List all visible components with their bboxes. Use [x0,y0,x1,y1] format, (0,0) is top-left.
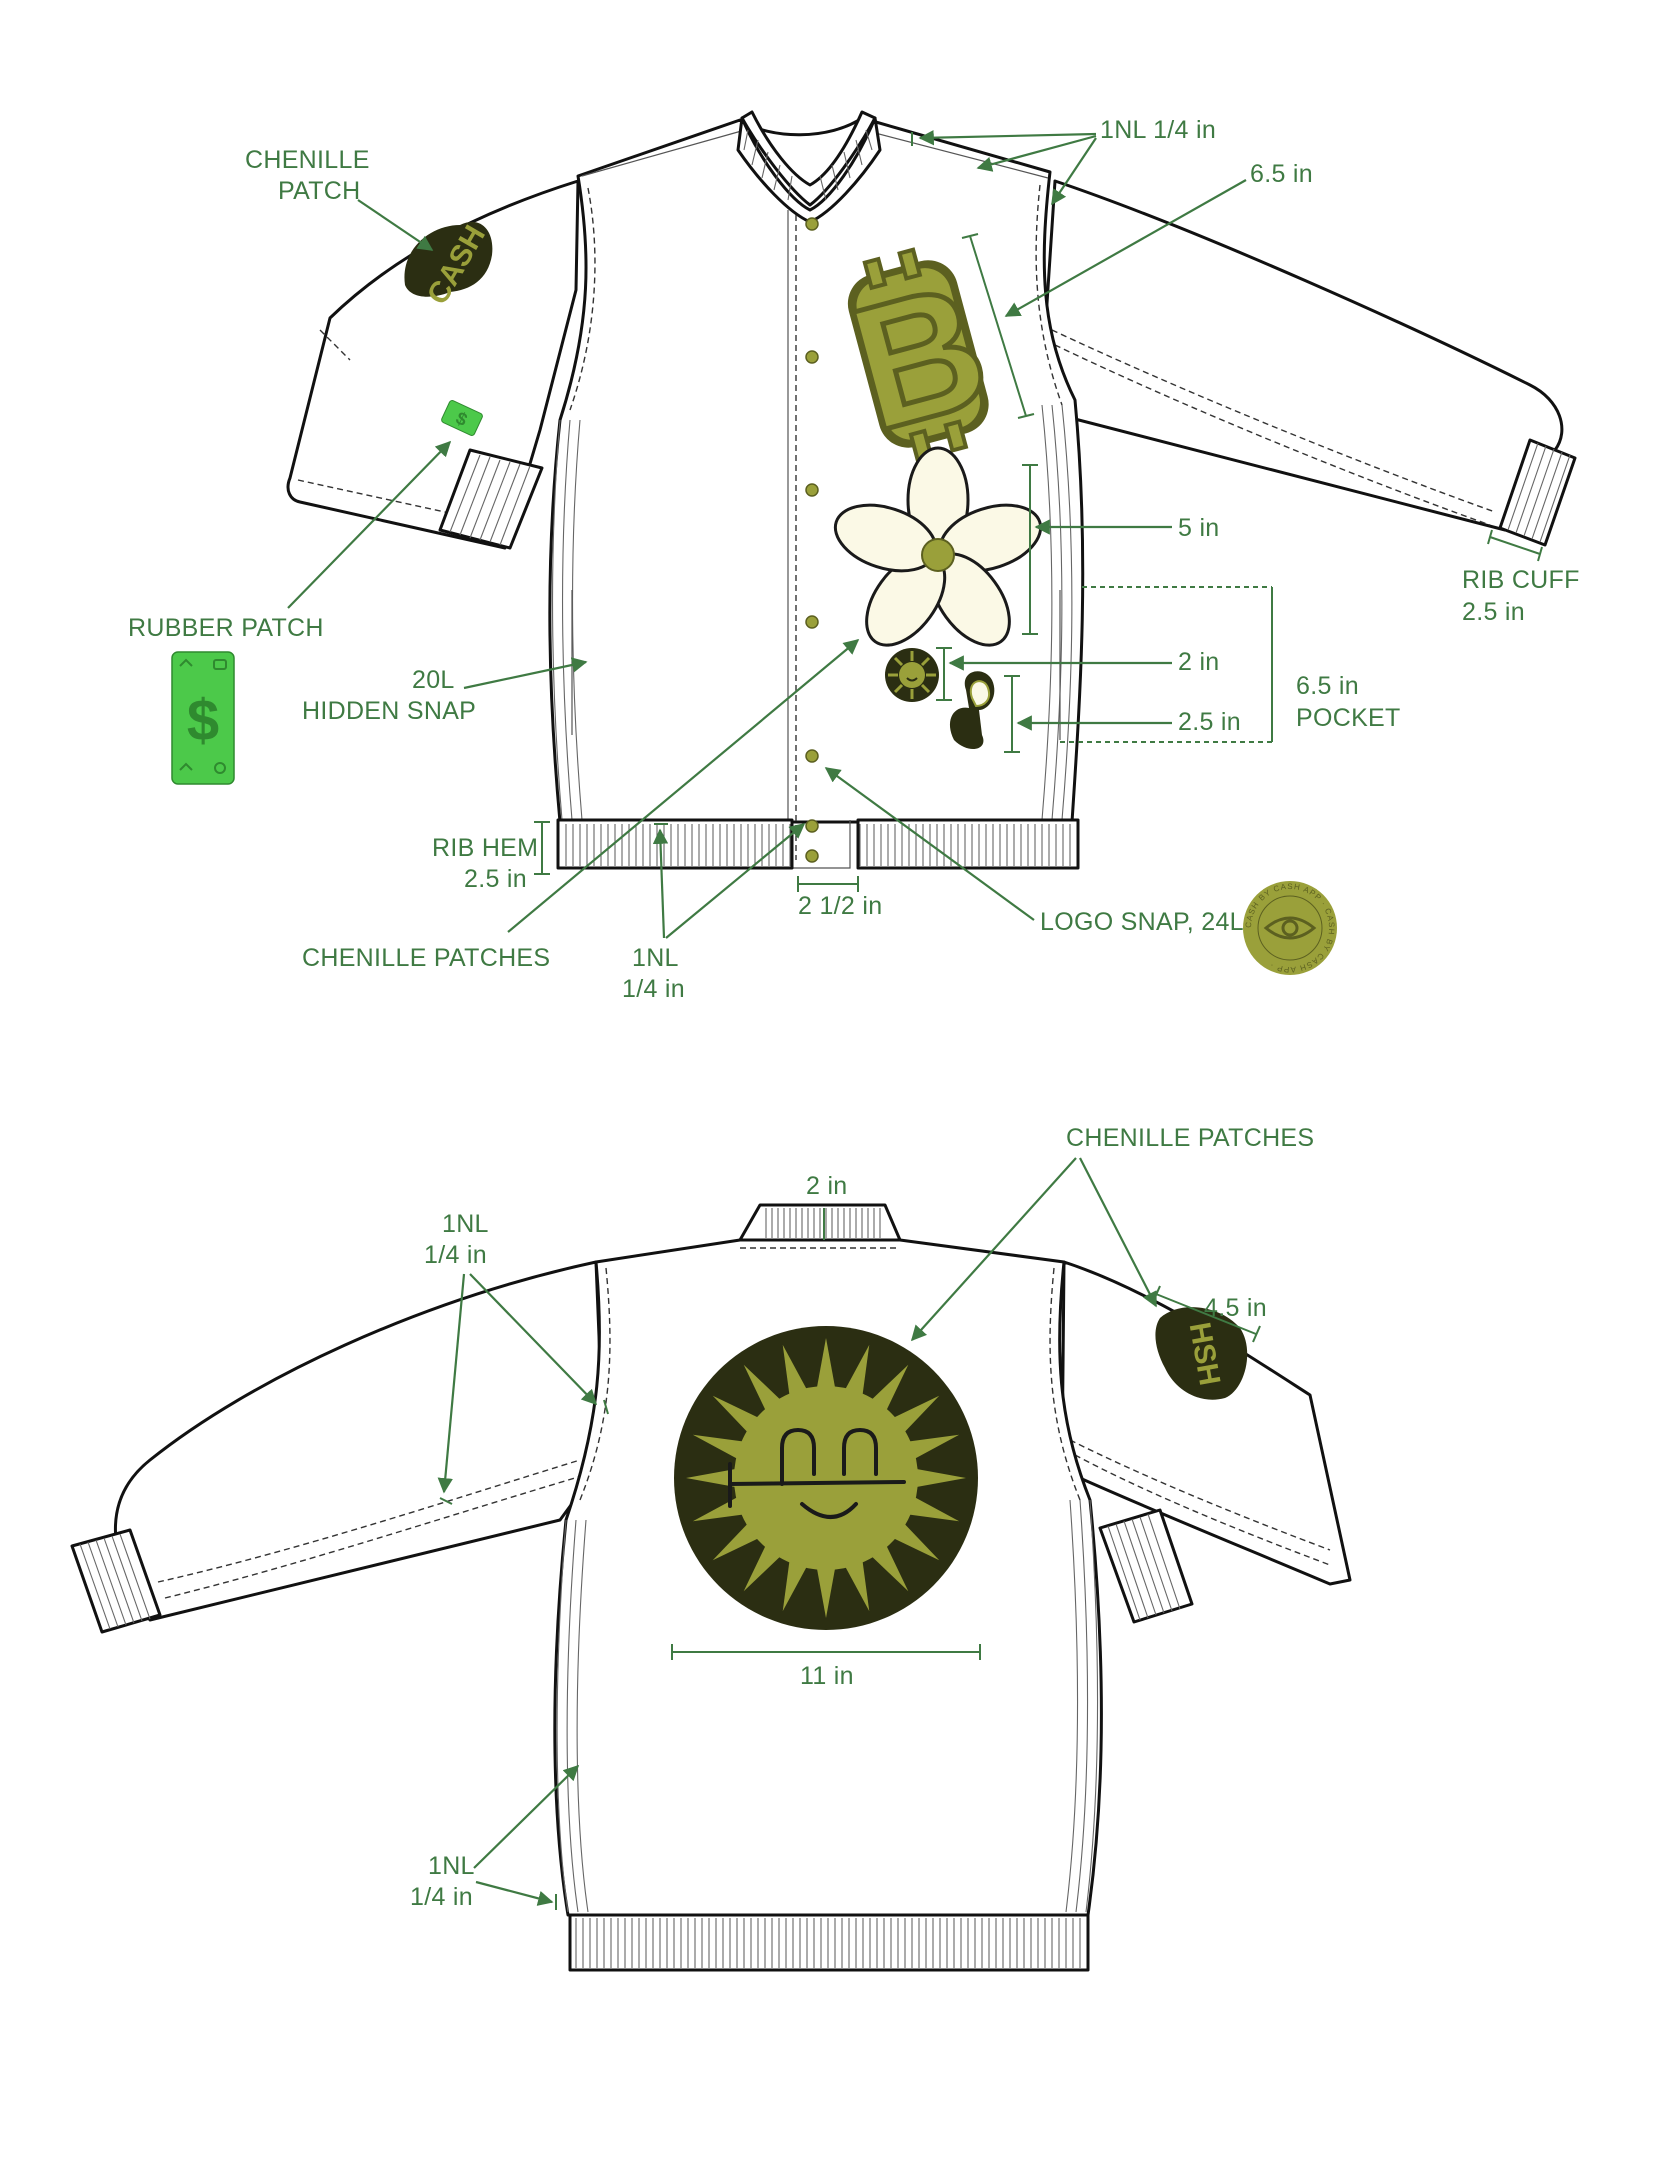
label-hidden-snap-line2: HIDDEN SNAP [302,697,476,725]
label-small-sun-size: 2 in [1178,648,1220,676]
label-logo-snap: LOGO SNAP, 24L [1040,908,1244,936]
sun-face-patch-icon [674,1326,978,1630]
svg-text:$: $ [187,688,219,753]
label-pocket-line2: POCKET [1296,704,1401,732]
front-left-sleeve [286,179,580,550]
back-jacket-view: HSH CHENILLE PATCHES 2 in 1NL 1/4 in 4.5… [70,1124,1352,1972]
label-armhole-topstitch-line2: 1/4 in [424,1241,487,1269]
label-side-topstitch-line1: 1NL [428,1852,475,1880]
back-right-cuff [1098,1508,1194,1624]
front-sleeve-rubber-patch: $ [441,400,483,436]
label-placket-width: 2 1/2 in [798,892,882,920]
label-rubber-patch: RUBBER PATCH [128,614,324,642]
flower-patch-icon [833,446,1043,647]
back-hem-rib [568,1913,1090,1972]
label-tulip-size: 2.5 in [1178,708,1241,736]
label-collar-topstitch: 1NL 1/4 in [1100,116,1216,144]
front-right-cuff [1498,438,1577,547]
eye-logo-snap-icon: CASH BY CASH APP · CASH BY CASH APP · [1243,881,1337,975]
label-collar-height: 2 in [806,1172,848,1200]
label-armhole-topstitch-line1: 1NL [442,1210,489,1238]
label-pocket-line1: 6.5 in [1296,672,1359,700]
bitcoin-patch-icon: B [830,244,1009,471]
back-left-sleeve [113,1260,606,1622]
label-rib-hem-line2: 2.5 in [464,865,527,893]
label-rib-hem-line1: RIB HEM [432,834,538,862]
front-annotations: CHENILLE PATCH 1NL 1/4 in 6.5 in 5 in 2 … [128,116,1580,1003]
front-snaps [805,217,819,863]
label-chenille-patch-line2: PATCH [278,177,361,205]
back-annotations: CHENILLE PATCHES 2 in 1NL 1/4 in 4.5 in … [410,1124,1314,1911]
label-sun-patch-width: 11 in [800,1662,854,1690]
back-left-cuff [70,1528,162,1634]
back-sleeve-chenille-patch: HSH [1155,1307,1248,1400]
label-chenille-patches-back: CHENILLE PATCHES [1066,1124,1314,1152]
small-sun-patch-icon [885,648,939,702]
label-hem-topstitch-line2: 1/4 in [622,975,685,1003]
label-chenille-patches-front: CHENILLE PATCHES [302,944,550,972]
label-chenille-patch-line1: CHENILLE [245,146,370,174]
front-jacket-view: CASH $ B [128,110,1580,1003]
label-rib-cuff-line1: RIB CUFF [1462,566,1580,594]
label-hem-topstitch-line1: 1NL [632,944,679,972]
label-bitcoin-size: 6.5 in [1250,160,1313,188]
dollar-rubber-patch-icon: $ [171,651,235,785]
label-flower-size: 5 in [1178,514,1220,542]
label-hidden-snap-line1: 20L [412,666,455,694]
tulip-patch-icon [949,671,995,750]
label-side-topstitch-line2: 1/4 in [410,1883,473,1911]
label-rib-cuff-line2: 2.5 in [1462,598,1525,626]
front-right-sleeve [1038,179,1564,532]
